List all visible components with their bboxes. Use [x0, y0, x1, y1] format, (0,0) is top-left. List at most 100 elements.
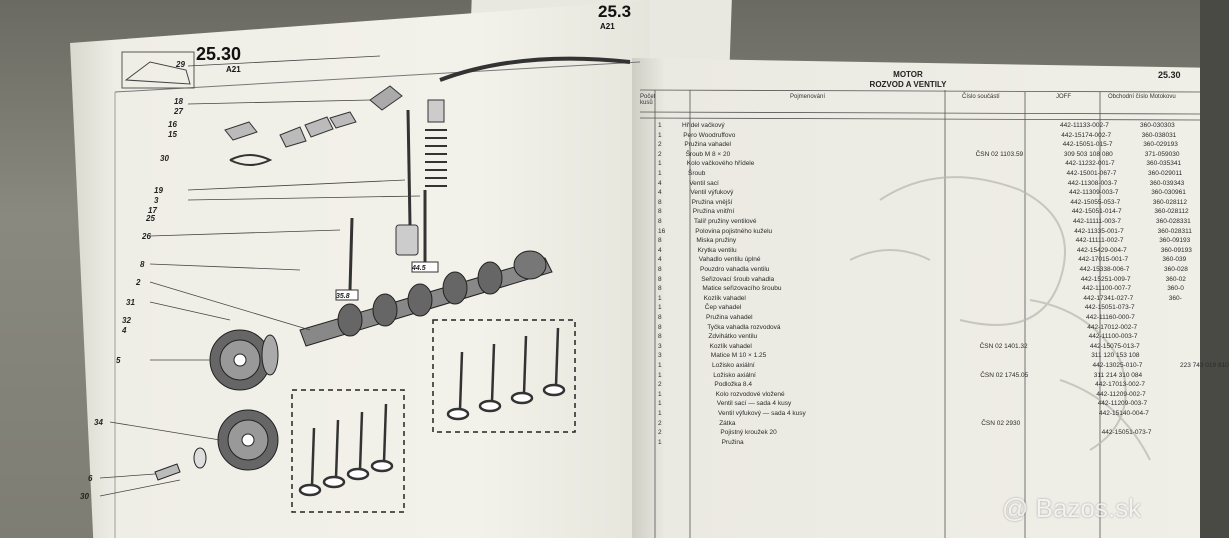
row-motokov: 360-029193 — [1143, 141, 1178, 149]
row-qty: 1 — [658, 410, 662, 417]
row-qty: 8 — [658, 208, 662, 216]
row-name: Kozlík vahadel — [703, 294, 746, 302]
row-qty: 1 — [658, 160, 662, 168]
row-qty: 1 — [658, 122, 662, 129]
row-joff: 442-17013-002-7 — [1095, 381, 1145, 389]
callout: 16 — [168, 120, 177, 129]
callout: 30 — [80, 492, 89, 501]
row-qty: 1 — [658, 294, 662, 302]
row-qty: 2 — [658, 141, 662, 149]
row-name: Ventil sací — sada 4 kusy — [716, 400, 792, 408]
row-name: Šroub M 8 × 20 — [685, 150, 731, 158]
row-csn: ČSN 02 1401.32 — [979, 342, 1028, 350]
row-name: Ložisko axiální — [712, 362, 755, 369]
row-joff: 442-11335-001-7 — [1074, 227, 1124, 235]
section-sub: A21 — [226, 65, 241, 74]
callout: 5 — [116, 356, 121, 365]
callout: 32 — [122, 316, 131, 325]
column-header: Pojmenování — [790, 94, 826, 100]
row-motokov: 360-028 — [1164, 266, 1188, 273]
row-name: Pružina — [721, 438, 744, 446]
row-motokov: 360- — [1168, 294, 1182, 302]
row-motokov: 223 743 019 810 — [1180, 362, 1229, 369]
bleed-through-image — [849, 176, 1151, 461]
row-name: Pružina vahadel — [684, 141, 732, 149]
rocker-spring — [229, 154, 273, 166]
row-name: Pružina vnitřní — [692, 208, 735, 216]
row-joff: 442-17012-002-7 — [1087, 323, 1138, 331]
row-qty: 1 — [658, 371, 662, 379]
row-joff: 442-15051-073-7 — [1084, 304, 1135, 312]
row-motokov: 360-028112 — [1152, 198, 1188, 206]
row-motokov: 360-028331 — [1156, 218, 1191, 225]
bolt — [154, 463, 181, 481]
callout: 15 — [168, 130, 177, 139]
watermark: @ Bazos.sk — [1002, 493, 1142, 523]
row-joff: 442-15051-014-7 — [1071, 208, 1122, 216]
row-name: Kolo vačkového hřídele — [686, 160, 755, 168]
row-motokov: 360-030961 — [1151, 189, 1186, 197]
row-joff: 442-11160-000-7 — [1086, 314, 1135, 321]
row-qty: 2 — [658, 381, 662, 389]
header-title: MOTOR — [893, 70, 923, 79]
tappet — [395, 224, 419, 256]
timing-gear-lower — [217, 409, 279, 471]
row-motokov: 360-038031 — [1141, 131, 1177, 139]
row-name: Zdvihátko ventilu — [708, 333, 758, 341]
row-joff: 442-15429-004-7 — [1076, 246, 1127, 254]
row-name: Tyčka vahadla rozvodová — [707, 323, 781, 331]
column-header: JOFF — [1056, 94, 1071, 100]
row-name: Talíř pružiny ventilové — [694, 218, 757, 225]
row-name: Kozlík vahadel — [709, 342, 752, 350]
row-qty: 3 — [658, 342, 662, 350]
dimension-label: 44.5 — [412, 265, 426, 272]
row-motokov: 360-028311 — [1157, 227, 1192, 235]
row-qty: 3 — [658, 352, 662, 360]
row-joff: 442-15051-015-7 — [1062, 141, 1113, 149]
row-joff: 442-11111-002-7 — [1075, 237, 1124, 245]
row-name: Pojistný kroužek 20 — [720, 429, 777, 437]
callout: 3 — [154, 196, 159, 205]
valve-set-box-1 — [432, 319, 576, 433]
row-qty: 2 — [658, 429, 662, 437]
row-name: Pružina vahadel — [706, 314, 753, 321]
row-motokov: 360-039 — [1162, 256, 1187, 264]
row-name: Kolo rozvodové vložené — [715, 390, 785, 398]
row-qty: 1 — [658, 362, 662, 369]
row-name: Matice seřizovacího šroubu — [702, 285, 782, 293]
callout: 6 — [88, 474, 93, 483]
section-number: 25.30 — [196, 44, 242, 64]
row-motokov: 360-029011 — [1148, 170, 1183, 177]
row-name: Ložisko axiální — [713, 371, 756, 379]
row-qty: 1 — [658, 390, 662, 398]
row-qty: 8 — [658, 323, 662, 331]
row-joff: 442-15251-009-7 — [1080, 275, 1131, 283]
right-page-number: 25.30 — [1158, 70, 1181, 80]
row-qty: 2 — [658, 419, 662, 427]
row-motokov: 360-035341 — [1146, 160, 1182, 168]
rocker-shaft — [439, 56, 631, 82]
thumbnail-frame — [121, 51, 195, 89]
row-name: Ventil výfukový — sada 4 kusy — [718, 410, 806, 417]
row-qty: 4 — [658, 246, 662, 254]
row-name: Pružina vnější — [691, 198, 733, 206]
header-subtitle: ROZVOD A VENTILY — [869, 80, 947, 89]
row-joff: 442-15140-004-7 — [1099, 410, 1149, 417]
column-header: Obchodní číslo Motokovu — [1108, 94, 1176, 100]
row-joff: 442-15075-013-7 — [1089, 342, 1140, 350]
callout: 8 — [140, 260, 145, 269]
row-qty: 8 — [658, 237, 662, 245]
row-motokov: 360-09193 — [1160, 246, 1192, 254]
row-qty: 8 — [658, 266, 662, 273]
row-motokov: 360-028112 — [1154, 208, 1189, 216]
row-qty: 8 — [658, 198, 662, 206]
row-joff: 442-11100-007-7 — [1082, 285, 1132, 293]
push-rod — [406, 109, 412, 226]
row-joff: 442-15055-053-7 — [1070, 198, 1121, 206]
valve-spring — [425, 129, 447, 187]
section-badge: 25.30 A21 — [196, 44, 241, 74]
row-name: Krytka ventilu — [697, 246, 737, 254]
row-joff: 442-11133-002-7 — [1060, 122, 1109, 129]
row-qty: 2 — [658, 150, 662, 158]
